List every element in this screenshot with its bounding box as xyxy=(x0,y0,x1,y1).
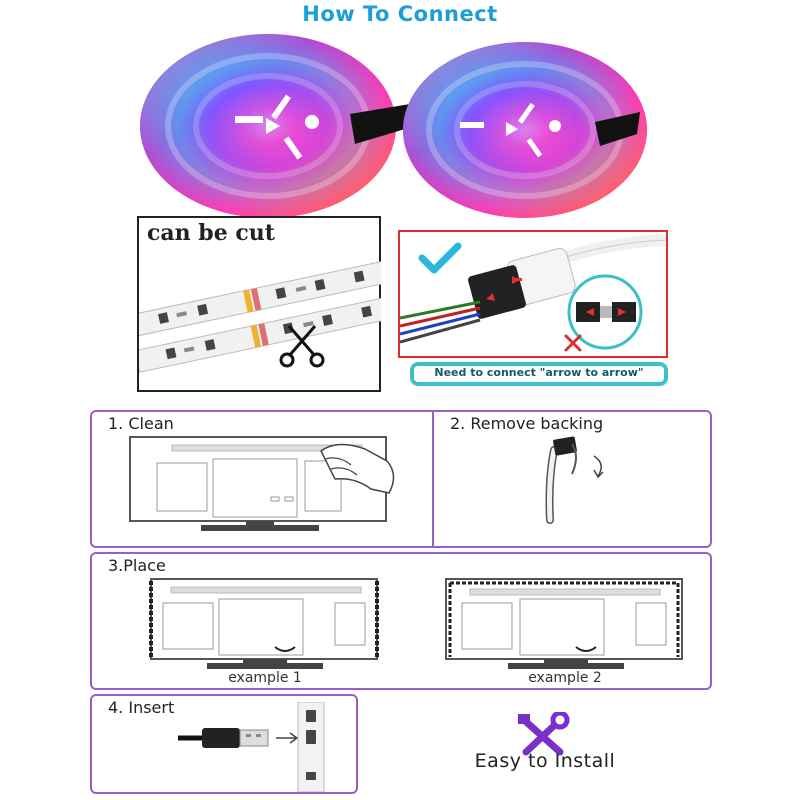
connect-note: Need to connect "arrow to arrow" xyxy=(410,362,668,386)
led-reels-illustration xyxy=(140,34,647,218)
led-reel-left xyxy=(140,34,410,218)
step-clean-label: 1. Clean xyxy=(108,414,174,433)
remove-backing-illustration xyxy=(545,436,604,524)
steps-1-2-panel xyxy=(90,410,712,548)
easy-install-label: Easy to Install xyxy=(474,750,616,772)
step-place-panel xyxy=(90,552,712,690)
usb-insert-illustration xyxy=(178,702,325,792)
cut-panel: can be cut xyxy=(137,216,381,392)
connector-illustration xyxy=(400,234,666,352)
check-icon xyxy=(418,242,462,274)
tv-clean-illustration xyxy=(129,436,395,531)
connector-panel xyxy=(398,230,668,358)
step-insert-panel xyxy=(90,694,358,794)
cloth-hand-icon xyxy=(320,443,395,494)
tv-example-2-illustration xyxy=(445,578,683,669)
steps-divider xyxy=(432,410,434,548)
example-2-label: example 2 xyxy=(528,670,602,686)
tv-example-1-illustration xyxy=(149,578,379,669)
cut-label: can be cut xyxy=(147,220,275,246)
step-insert-label: 4. Insert xyxy=(108,698,175,717)
led-strip-cut-illustration xyxy=(139,260,381,373)
example-1-label: example 1 xyxy=(228,670,302,686)
cross-icon xyxy=(564,334,582,352)
page-title: How To Connect xyxy=(302,2,498,26)
arrow-down-icon xyxy=(593,455,602,477)
step-place-label: 3.Place xyxy=(108,556,166,575)
scissors-icon xyxy=(279,325,325,368)
step-remove-label: 2. Remove backing xyxy=(450,414,604,433)
tools-icon xyxy=(518,712,570,756)
led-reel-right xyxy=(403,42,647,218)
